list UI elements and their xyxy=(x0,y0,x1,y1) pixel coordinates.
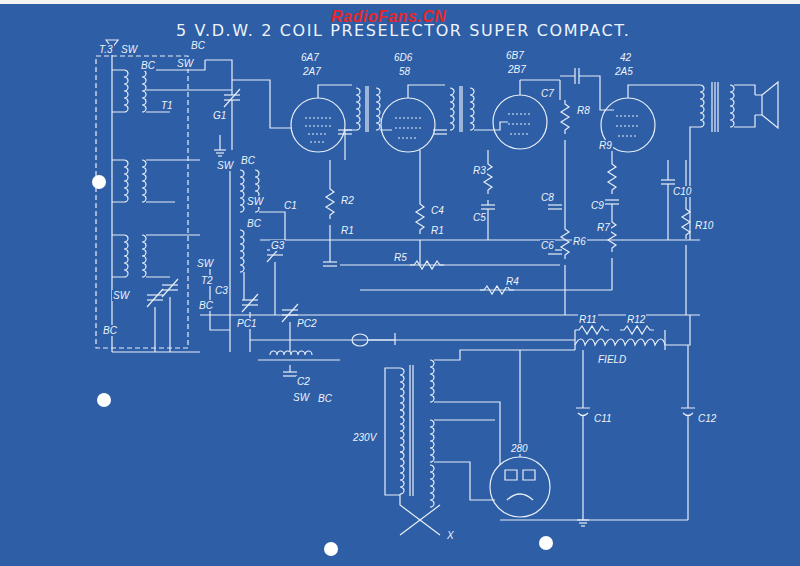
part-label: G1 xyxy=(212,110,227,121)
part-label: SW xyxy=(112,290,130,301)
part-label: BC xyxy=(246,218,262,229)
part-label: FIELD xyxy=(597,354,627,365)
part-label: PC1 xyxy=(236,318,257,329)
part-label: BC xyxy=(198,300,214,311)
part-label: PC2 xyxy=(296,318,317,329)
part-label: R1 xyxy=(340,225,355,236)
part-label: C8 xyxy=(540,192,555,203)
part-label: R4 xyxy=(505,276,520,287)
part-label: R7 xyxy=(596,222,611,233)
part-label: BC xyxy=(140,60,156,71)
part-label: SW xyxy=(196,258,214,269)
part-label: C11 xyxy=(593,413,613,424)
part-label: R8 xyxy=(576,105,591,116)
part-label: C4 xyxy=(430,205,445,216)
part-label: 2B7 xyxy=(507,64,527,75)
part-label: C3 xyxy=(214,285,229,296)
part-label: R3 xyxy=(472,165,487,176)
part-label: C10 xyxy=(672,186,692,197)
part-label: 42 xyxy=(619,52,632,63)
part-label: R2 xyxy=(340,195,355,206)
part-label: C12 xyxy=(697,413,717,424)
part-label: R9 xyxy=(598,140,613,151)
part-label: 6D6 xyxy=(393,52,413,63)
part-label: 6B7 xyxy=(505,50,525,61)
part-label: T1 xyxy=(160,100,174,111)
part-label: R12 xyxy=(626,314,646,325)
blueprint-ground xyxy=(0,4,800,566)
part-label: X xyxy=(446,530,455,541)
part-label: R6 xyxy=(572,236,587,247)
part-label: 2A5 xyxy=(614,66,634,77)
watermark: RadioFans.CN xyxy=(330,8,447,26)
part-label: C5 xyxy=(472,212,487,223)
part-label: C2 xyxy=(296,376,311,387)
part-label: SW xyxy=(216,160,234,171)
part-label: R1 xyxy=(430,225,445,236)
part-label: SW xyxy=(246,196,264,207)
part-label: SW xyxy=(292,392,310,403)
part-label: BC xyxy=(240,155,256,166)
part-label: BC xyxy=(102,325,118,336)
part-label: C7 xyxy=(540,88,555,99)
part-label: G3 xyxy=(270,240,285,251)
part-label: R5 xyxy=(393,252,408,263)
part-label: 58 xyxy=(398,66,411,77)
part-label: T2 xyxy=(200,275,214,286)
part-label: C1 xyxy=(283,200,298,211)
part-label: 6A7 xyxy=(300,52,320,63)
part-label: R11 xyxy=(578,314,598,325)
part-label: R10 xyxy=(694,220,714,231)
part-label: 2A7 xyxy=(302,66,322,77)
part-label: SW xyxy=(120,44,138,55)
part-label: BC xyxy=(317,393,333,404)
part-label: T.3 xyxy=(98,44,114,55)
part-label: BC xyxy=(190,40,206,51)
part-label: 230V xyxy=(352,432,377,443)
part-label: C9 xyxy=(590,200,605,211)
part-label: C6 xyxy=(540,240,555,251)
part-label: SW xyxy=(176,58,194,69)
part-label: 280 xyxy=(510,443,529,454)
